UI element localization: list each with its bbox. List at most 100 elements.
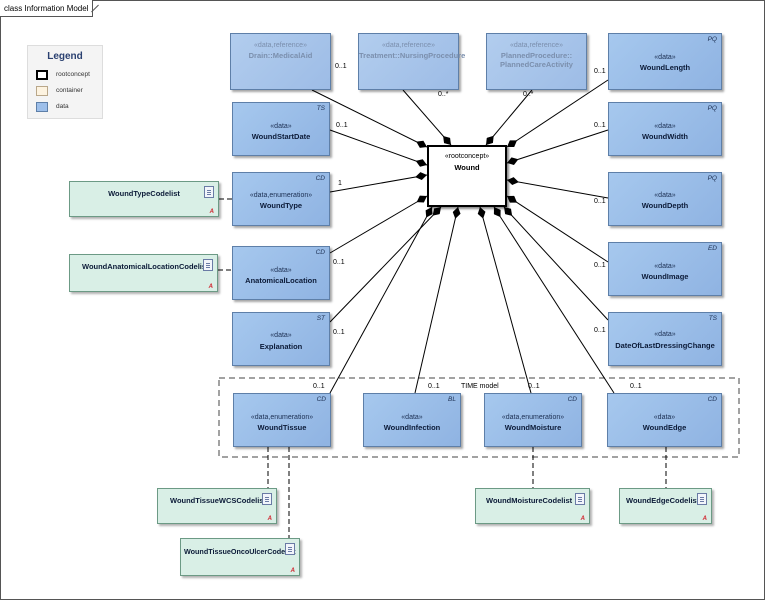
link-moisture [477, 206, 532, 394]
multiplicity-length: 0..1 [594, 68, 606, 75]
multiplicity-explanation: 0..1 [333, 329, 345, 336]
class-stereotype: «data» [270, 332, 292, 339]
multiplicity-edge: 0..1 [630, 383, 642, 390]
class-name: WoundEdge [642, 423, 687, 432]
class-name: AnatomicalLocation [245, 276, 317, 285]
datatype-label: CD [567, 396, 577, 403]
legend-swatch-container [36, 86, 48, 96]
class-wounddepth[interactable]: PQ «data» WoundDepth [608, 172, 722, 226]
class-stereotype: «data» [401, 414, 423, 421]
codelist-woundtissuewcs[interactable]: WoundTissueWCSCodelist A [157, 488, 277, 524]
time-model-region [218, 377, 740, 458]
legend-label: rootconcept [56, 71, 90, 78]
class-name: WoundImage [641, 272, 689, 281]
multiplicity-width: 0..1 [594, 122, 606, 129]
legend-swatch-data [36, 102, 48, 112]
class-name: Treatment::NursingProcedure [359, 51, 466, 60]
legend-swatch-rootconcept [36, 70, 48, 80]
link-image [506, 195, 609, 263]
abstract-marker: A [290, 568, 295, 574]
codelist-woundtissueoncoulcer[interactable]: WoundTissueOncoUlcerCodelist A [180, 538, 300, 576]
link-treatment [402, 89, 452, 146]
class-explanation[interactable]: ST «data» Explanation [232, 312, 330, 366]
class-name: WoundType [259, 201, 303, 210]
class-name: DateOfLastDressingChange [615, 341, 715, 350]
link-depth [506, 177, 609, 199]
datatype-label: TS [316, 105, 325, 112]
root-wound[interactable]: «rootconcept» Wound [427, 145, 507, 207]
codelist-name: WoundTissueWCSCodelist [170, 496, 266, 505]
class-stereotype: «data,enumeration» [249, 192, 313, 199]
codelist-woundtype[interactable]: WoundTypeCodelist A [69, 181, 219, 217]
document-icon [285, 543, 295, 555]
codelist-woundedge[interactable]: WoundEdgeCodelist A [619, 488, 712, 524]
link-edge [493, 206, 615, 394]
class-name: Drain::MedicalAid [248, 51, 313, 60]
multiplicity-planned: 0..* [523, 91, 534, 98]
class-woundtype[interactable]: CD «data,enumeration» WoundType [232, 172, 330, 226]
abstract-marker: A [702, 516, 707, 522]
document-icon [575, 493, 585, 505]
datatype-label: ST [316, 315, 325, 322]
link-startdate [329, 129, 428, 167]
datatype-label: CD [316, 396, 326, 403]
legend: Legend rootconcept container data [27, 45, 103, 119]
codelist-woundmoisture[interactable]: WoundMoistureCodelist A [475, 488, 590, 524]
datatype-label: PQ [707, 36, 717, 43]
multiplicity-tissue: 0..1 [313, 383, 325, 390]
class-dateoflastdressingchange[interactable]: TS «data» DateOfLastDressingChange [608, 312, 722, 366]
class-stereotype: «data,reference» [510, 42, 563, 49]
datatype-label: CD [707, 396, 717, 403]
multiplicity-infection: 0..1 [428, 383, 440, 390]
legend-title: Legend [47, 51, 83, 62]
codelist-name: WoundEdgeCodelist [626, 496, 700, 505]
datatype-label: PQ [707, 175, 717, 182]
class-woundinfection[interactable]: BL «data» WoundInfection [363, 393, 461, 447]
class-woundimage[interactable]: ED «data» WoundImage [608, 242, 722, 296]
document-icon [697, 493, 707, 505]
legend-label: data [56, 103, 69, 110]
link-anatomical [329, 195, 428, 254]
class-name: WoundLength [639, 63, 691, 72]
codelist-anatomicallocation[interactable]: WoundAnatomicalLocationCodelist A [69, 254, 218, 292]
class-treatment[interactable]: «data,reference» Treatment::NursingProce… [358, 33, 466, 90]
class-woundwidth[interactable]: PQ «data» WoundWidth [608, 102, 722, 156]
document-icon [262, 493, 272, 505]
class-stereotype: «data,enumeration» [250, 414, 314, 421]
class-stereotype: «data» [654, 263, 676, 270]
class-drain[interactable]: «data,reference» Drain::MedicalAid [230, 33, 331, 90]
class-stereotype: «data» [654, 54, 676, 61]
multiplicity-anatomical: 0..1 [333, 259, 345, 266]
abstract-marker: A [208, 284, 213, 290]
multiplicity-depth: 0..1 [594, 198, 606, 205]
class-name-line2: PlannedCareActivity [500, 60, 573, 69]
class-name: WoundWidth [641, 132, 689, 141]
datatype-label: TS [708, 315, 717, 322]
document-icon [203, 259, 213, 271]
class-stereotype: «data,reference» [382, 42, 435, 49]
class-woundmoisture[interactable]: CD «data,enumeration» WoundMoisture [484, 393, 582, 447]
link-length [506, 79, 609, 148]
link-infection [414, 206, 461, 394]
class-woundstartdate[interactable]: TS «data» WoundStartDate [232, 102, 330, 156]
codelist-name: WoundMoistureCodelist [486, 496, 573, 505]
class-stereotype: «data,enumeration» [501, 414, 565, 421]
class-name: WoundStartDate [251, 132, 311, 141]
class-planned[interactable]: «data,reference» PlannedProcedure:: Plan… [486, 33, 587, 90]
datatype-label: CD [315, 249, 325, 256]
datatype-label: PQ [707, 105, 717, 112]
codelist-name: WoundTypeCodelist [108, 189, 180, 198]
legend-label: container [56, 87, 83, 94]
datatype-label: CD [315, 175, 325, 182]
link-drain [311, 89, 428, 148]
datatype-label: ED [707, 245, 717, 252]
class-woundlength[interactable]: PQ «data» WoundLength [608, 33, 722, 90]
class-woundtissue[interactable]: CD «data,enumeration» WoundTissue [233, 393, 331, 447]
class-anatomicallocation[interactable]: CD «data» AnatomicalLocation [232, 246, 330, 300]
class-woundedge[interactable]: CD «data» WoundEdge [607, 393, 722, 447]
class-name: WoundDepth [641, 201, 689, 210]
diagram-title: class Information Model [0, 0, 93, 17]
class-stereotype: «data» [653, 414, 676, 421]
class-name: Explanation [259, 342, 303, 351]
